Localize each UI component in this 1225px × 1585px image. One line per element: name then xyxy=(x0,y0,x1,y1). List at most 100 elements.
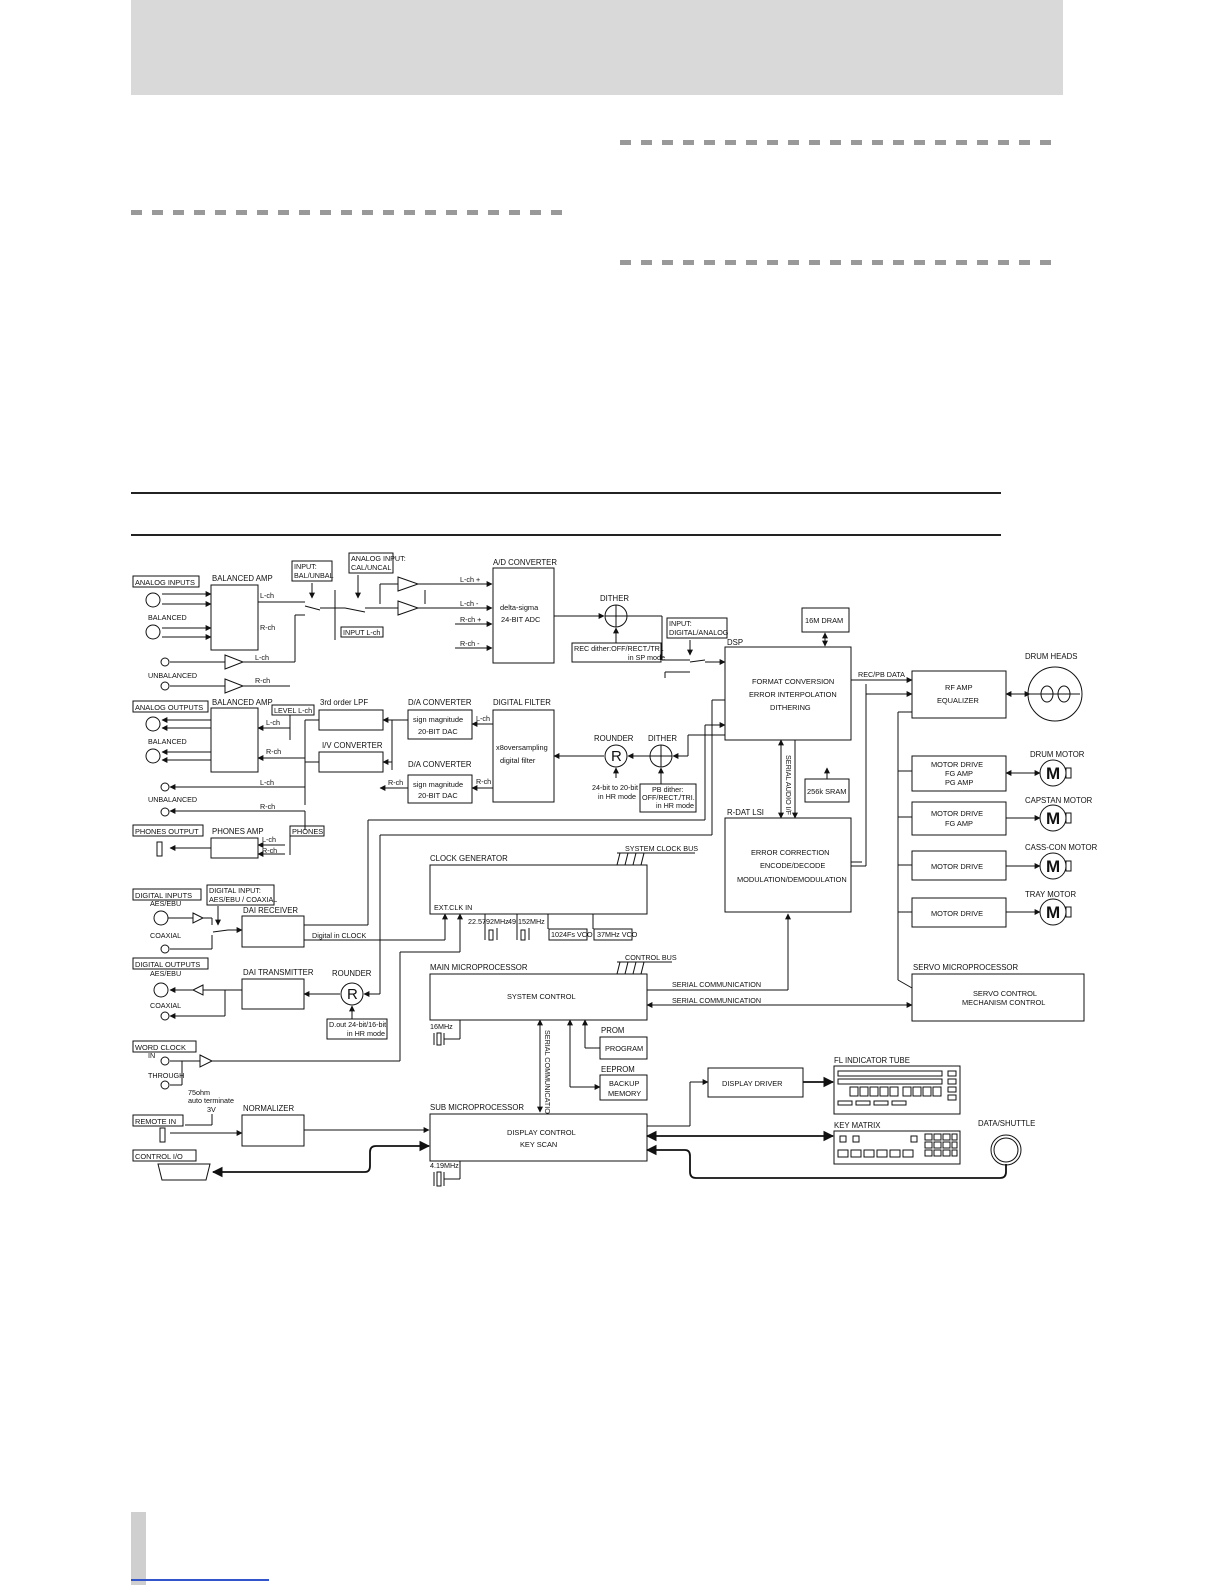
svg-text:WORD CLOCK: WORD CLOCK xyxy=(135,1043,186,1052)
svg-text:L-ch: L-ch xyxy=(260,778,274,787)
svg-text:256k SRAM: 256k SRAM xyxy=(807,787,846,796)
svg-text:L-ch: L-ch xyxy=(262,835,276,844)
svg-text:BAL/UNBAL: BAL/UNBAL xyxy=(294,571,334,580)
display-section: DISPLAY DRIVER FL INDICATOR TUBE KEY MAT… xyxy=(707,1056,1035,1166)
svg-text:DITHER: DITHER xyxy=(600,594,629,603)
drum-heads-icon xyxy=(1027,666,1083,722)
bottom-link-line xyxy=(131,1579,269,1581)
svg-text:L-ch: L-ch xyxy=(255,653,269,662)
svg-text:3rd order LPF: 3rd order LPF xyxy=(320,698,368,707)
svg-text:AES/EBU: AES/EBU xyxy=(150,899,181,908)
da-converters: D/A CONVERTER sign magnitude 20-BIT DAC … xyxy=(379,698,604,804)
svg-text:sign magnitude: sign magnitude xyxy=(413,780,463,789)
svg-text:DAI RECEIVER: DAI RECEIVER xyxy=(243,906,298,915)
svg-text:COAXIAL: COAXIAL xyxy=(150,931,181,940)
svg-text:EQUALIZER: EQUALIZER xyxy=(937,696,979,705)
aes-in-icon xyxy=(153,910,169,926)
rca-r-icon xyxy=(160,681,170,691)
phones-jack-icon xyxy=(156,841,163,857)
svg-text:KEY SCAN: KEY SCAN xyxy=(520,1140,557,1149)
coax-in-icon xyxy=(160,944,170,954)
word-clock-through-icon xyxy=(160,1080,170,1090)
svg-text:BACKUP: BACKUP xyxy=(609,1079,639,1088)
svg-text:D/A CONVERTER: D/A CONVERTER xyxy=(408,698,472,707)
data-shuttle-dial-icon xyxy=(990,1134,1022,1166)
clock-generator: SYSTEM CLOCK BUS CLOCK GENERATOR EXT.CLK… xyxy=(429,844,698,941)
svg-text:SERVO MICROPROCESSOR: SERVO MICROPROCESSOR xyxy=(913,963,1019,972)
svg-text:3V: 3V xyxy=(207,1105,216,1114)
svg-text:ERROR CORRECTION: ERROR CORRECTION xyxy=(751,848,829,857)
svg-text:in HR mode: in HR mode xyxy=(347,1029,385,1038)
rca-l-icon xyxy=(160,657,170,667)
svg-text:MOTOR DRIVE: MOTOR DRIVE xyxy=(931,760,983,769)
analog-inputs-label: ANALOG INPUTS xyxy=(135,578,195,587)
svg-text:UNBALANCED: UNBALANCED xyxy=(148,795,197,804)
svg-text:20-BIT DAC: 20-BIT DAC xyxy=(418,791,458,800)
svg-text:PHONES AMP: PHONES AMP xyxy=(212,827,264,836)
coax-out-icon xyxy=(160,1011,170,1021)
sub-microprocessor: SUB MICROPROCESSOR DISPLAY CONTROL KEY S… xyxy=(429,1079,1007,1187)
svg-text:MEMORY: MEMORY xyxy=(608,1089,641,1098)
svg-text:24-BIT ADC: 24-BIT ADC xyxy=(501,615,541,624)
svg-text:SERIAL COMMUNICATION: SERIAL COMMUNICATION xyxy=(672,980,761,989)
svg-text:SUB MICROPROCESSOR: SUB MICROPROCESSOR xyxy=(430,1103,524,1112)
svg-text:A/D CONVERTER: A/D CONVERTER xyxy=(493,558,557,567)
page-side-bar xyxy=(131,1512,146,1585)
svg-text:KEY MATRIX: KEY MATRIX xyxy=(834,1121,881,1130)
svg-text:BALANCED AMP: BALANCED AMP xyxy=(212,574,273,583)
analog-outputs-section: ANALOG OUTPUTS BALANCED AMP BALANCED L-c… xyxy=(132,698,408,817)
svg-text:DITHER: DITHER xyxy=(648,734,677,743)
svg-text:PB dither:: PB dither: xyxy=(652,785,684,794)
fl-indicator-tube-icon xyxy=(833,1065,961,1115)
aes-out-icon xyxy=(153,982,169,998)
section-divider xyxy=(620,260,1052,265)
balanced-amp-in-block xyxy=(210,584,259,651)
rdat-lsi: SERIAL AUDIO I/F 256k SRAM R-DAT LSI ERR… xyxy=(724,684,913,913)
svg-text:R-DAT LSI: R-DAT LSI xyxy=(727,808,764,817)
digital-outputs-section: DIGITAL OUTPUTS AES/EBU COAXIAL DAI TRAN… xyxy=(132,699,725,1040)
xlr-r-icon xyxy=(145,624,161,640)
svg-text:sign magnitude: sign magnitude xyxy=(413,715,463,724)
svg-text:M: M xyxy=(1046,809,1060,828)
rec-dither: DITHER REC dither:OFF/RECT./TRI. in SP m… xyxy=(571,594,729,678)
xlr-out-l-icon xyxy=(145,716,161,732)
svg-text:FL INDICATOR TUBE: FL INDICATOR TUBE xyxy=(834,1056,910,1065)
svg-text:R-ch: R-ch xyxy=(260,623,275,632)
svg-text:DRUM MOTOR: DRUM MOTOR xyxy=(1030,750,1085,759)
svg-text:CONTROL BUS: CONTROL BUS xyxy=(625,953,677,962)
svg-text:x8oversampling: x8oversampling xyxy=(496,743,548,752)
svg-text:CLOCK GENERATOR: CLOCK GENERATOR xyxy=(430,854,508,863)
svg-text:M: M xyxy=(1046,857,1060,876)
control-io-section: CONTROL I/O xyxy=(132,1140,431,1181)
motor-section: MOTOR DRIVE FG AMP PG AMP MOTOR DRIVE FG… xyxy=(898,750,1098,928)
main-microprocessor: CONTROL BUS MAIN MICROPROCESSOR SYSTEM C… xyxy=(429,913,1085,1119)
svg-text:ANALOG OUTPUTS: ANALOG OUTPUTS xyxy=(135,703,203,712)
svg-text:16MHz: 16MHz xyxy=(430,1022,453,1031)
svg-text:R-ch: R-ch xyxy=(255,676,270,685)
svg-text:INPUT:: INPUT: xyxy=(294,562,317,571)
svg-text:R-ch: R-ch xyxy=(476,777,491,786)
svg-text:EXT.CLK IN: EXT.CLK IN xyxy=(434,903,472,912)
svg-text:R: R xyxy=(347,986,358,1003)
svg-text:AES/EBU / COAXIAL: AES/EBU / COAXIAL xyxy=(209,895,277,904)
svg-text:DRUM HEADS: DRUM HEADS xyxy=(1025,652,1077,661)
svg-text:PHONES OUTPUT: PHONES OUTPUT xyxy=(135,827,199,836)
svg-text:Digital in CLOCK: Digital in CLOCK xyxy=(312,931,367,940)
svg-text:MODULATION/DEMODULATION: MODULATION/DEMODULATION xyxy=(737,875,847,884)
svg-text:L-ch +: L-ch + xyxy=(460,575,480,584)
svg-text:CASS-CON MOTOR: CASS-CON MOTOR xyxy=(1025,843,1098,852)
svg-text:L-ch: L-ch xyxy=(266,718,280,727)
svg-text:R-ch -: R-ch - xyxy=(460,639,480,648)
phones-section: PHONES OUTPUT PHONES AMP L-ch R-ch PHONE… xyxy=(132,811,325,859)
svg-text:R-ch: R-ch xyxy=(388,778,403,787)
svg-text:REC dither:OFF/RECT./TRI.: REC dither:OFF/RECT./TRI. xyxy=(574,644,664,653)
svg-text:ERROR INTERPOLATION: ERROR INTERPOLATION xyxy=(749,690,837,699)
svg-text:PROM: PROM xyxy=(601,1026,624,1035)
svg-text:M: M xyxy=(1046,903,1060,922)
pb-rounder-dither: ROUNDER R 24-bit to 20-bit in HR mode DI… xyxy=(592,734,725,813)
svg-text:DAI TRANSMITTER: DAI TRANSMITTER xyxy=(243,968,314,977)
svg-text:LEVEL L-ch: LEVEL L-ch xyxy=(274,706,312,715)
svg-text:MAIN MICROPROCESSOR: MAIN MICROPROCESSOR xyxy=(430,963,528,972)
svg-text:BALANCED: BALANCED xyxy=(148,613,187,622)
